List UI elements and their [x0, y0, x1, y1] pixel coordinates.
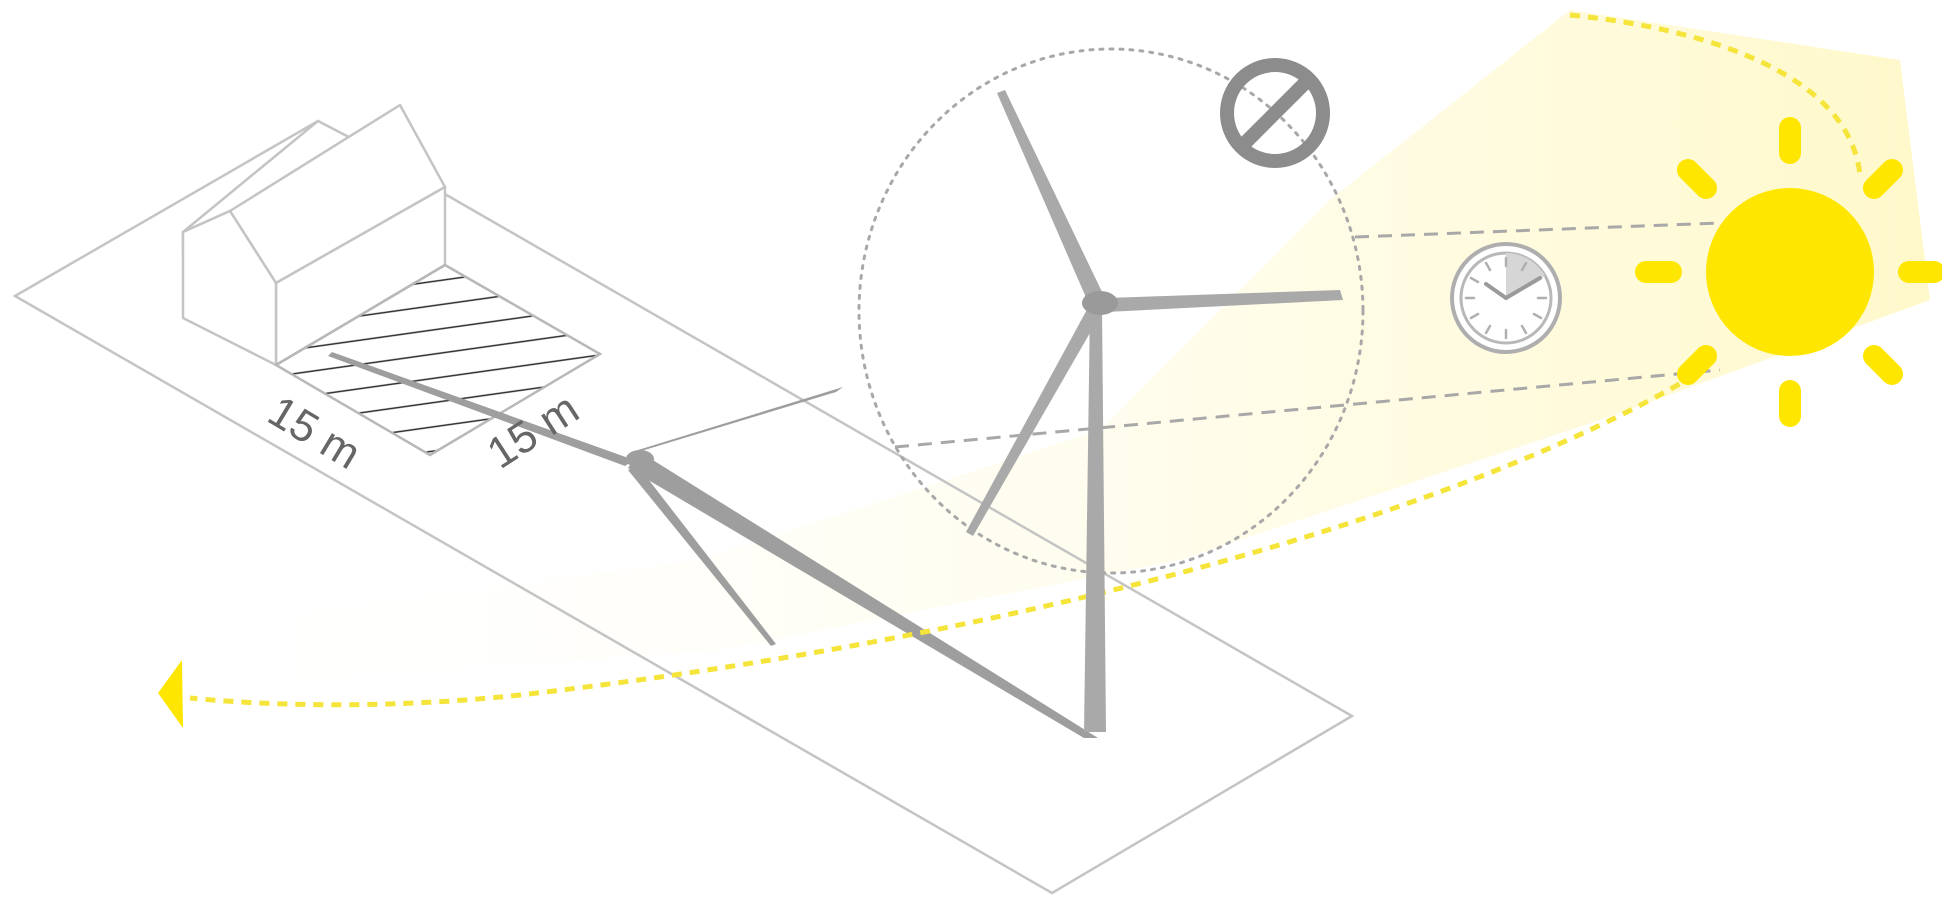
wind-turbine-icon	[966, 90, 1343, 732]
clock-icon	[1450, 242, 1562, 354]
turbine-shadow	[328, 352, 1098, 738]
sun-ray-lower	[894, 368, 1721, 449]
ground-plot	[12, 119, 1355, 895]
sun-path-upper	[1569, 12, 1863, 176]
house-icon	[181, 103, 447, 367]
sun-ray-upper	[1354, 221, 1721, 239]
setback-area	[273, 263, 603, 457]
sunlight-glow	[160, 10, 1930, 690]
arrow-left-icon	[158, 660, 183, 728]
sun-path-lower	[189, 372, 1697, 708]
no-entry-icon	[1220, 58, 1330, 168]
rotor-sweep-ellipse	[857, 47, 1365, 575]
sun-icon	[1635, 117, 1942, 427]
